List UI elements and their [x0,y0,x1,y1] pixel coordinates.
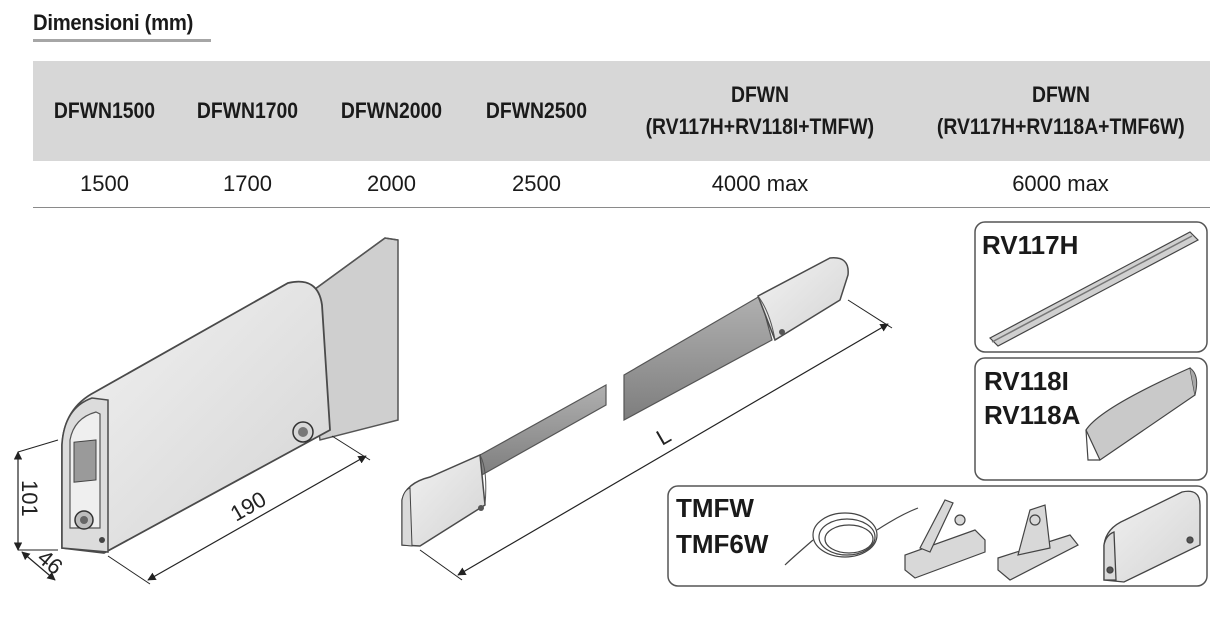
cover-label-1: RV118I [984,366,1069,396]
cable-coil-icon [784,507,919,566]
operator-closeup: 101 46 190 [13,237,399,585]
table-cell: 6000 max [911,161,1210,208]
header-cell: DFWN(RV117H+RV118A+TMF6W) [911,61,1210,161]
bracket-icon [904,499,986,579]
rail-accessory-box: RV117H [974,221,1208,353]
table-row: 1500 1700 2000 2500 4000 max 6000 max [33,161,1210,208]
dimensions-table: DFWN1500 DFWN1700 DFWN2000 DFWN2500 DFWN… [33,61,1210,208]
arm-bracket-icon [997,504,1079,581]
cover-label-2: RV118A [984,400,1081,430]
operator-overview: L [401,257,893,581]
table-cell: 1700 [176,161,319,208]
kit-label-2: TMF6W [676,529,769,559]
logo-plate-icon [73,439,97,483]
small-operator-icon [1103,490,1201,583]
dimension-height-label: 101 [17,480,42,517]
table-cell: 4000 max [609,161,911,208]
rail-label: RV117H [982,230,1078,260]
header-cell: DFWN2000 [319,61,464,161]
table-cell: 2000 [319,161,464,208]
header-cell: DFWN(RV117H+RV118I+TMFW) [609,61,911,161]
header-cell: DFWN1700 [176,61,319,161]
cover-accessory-box: RV118I RV118A [974,357,1208,481]
table-header-row: DFWN1500 DFWN1700 DFWN2000 DFWN2500 DFWN… [33,61,1210,161]
table-cell: 2500 [464,161,609,208]
dimension-length-label: L [652,423,675,451]
header-cell: DFWN1500 [33,61,176,161]
kit-accessory-box: TMFW TMF6W [667,485,1208,587]
header-cell: DFWN2500 [464,61,609,161]
table-cell: 1500 [33,161,176,208]
page-title: Dimensioni (mm) [33,10,194,35]
dimension-depth-label: 190 [226,486,270,526]
kit-label-1: TMFW [676,493,754,523]
title-underline [33,39,211,42]
